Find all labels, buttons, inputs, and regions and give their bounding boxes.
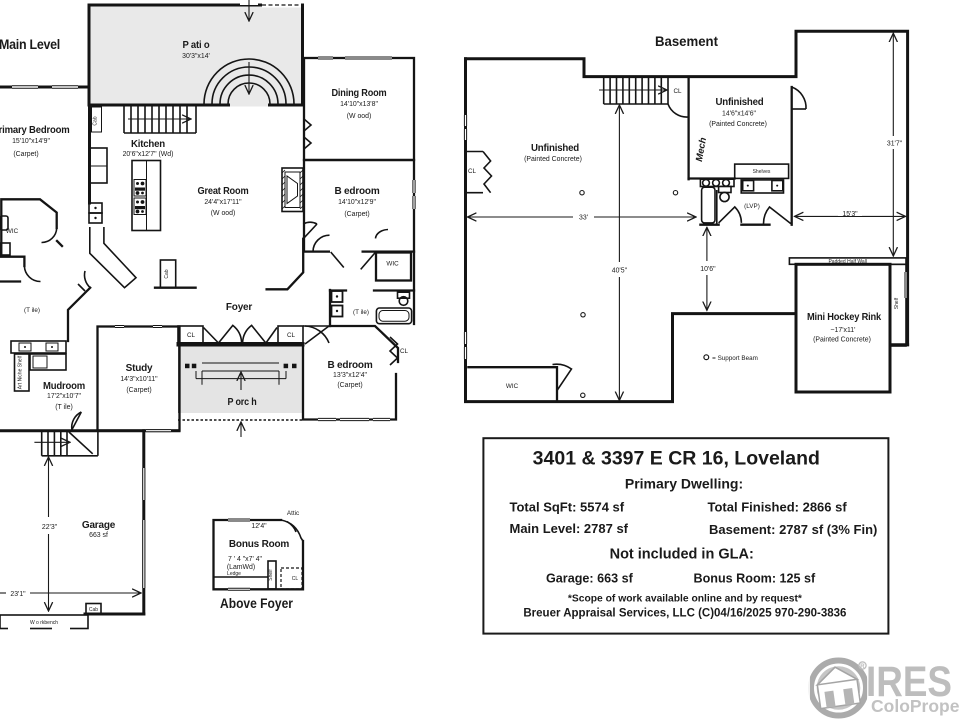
svg-text:Ledge: Ledge <box>227 571 241 577</box>
svg-text:Unfinished: Unfinished <box>531 143 579 154</box>
svg-text:(Carpet): (Carpet) <box>126 387 151 394</box>
svg-text:Above Foyer: Above Foyer <box>220 595 293 611</box>
svg-text:Foyer: Foyer <box>226 302 253 313</box>
svg-text:3401 & 3397 E CR 16, Loveland: 3401 & 3397 E CR 16, Loveland <box>533 448 820 470</box>
svg-text:14'6"x14'6": 14'6"x14'6" <box>722 111 757 118</box>
svg-text:13'3"x12'4": 13'3"x12'4" <box>333 372 368 379</box>
svg-text:(W ood): (W ood) <box>211 210 236 217</box>
svg-text:Shelf: Shelf <box>268 569 274 581</box>
svg-text:P orc h: P orc h <box>228 397 257 408</box>
svg-text:10'6": 10'6" <box>700 266 716 273</box>
svg-text:Unfinished: Unfinished <box>716 97 764 108</box>
svg-text:(Painted Concrete): (Painted Concrete) <box>813 337 871 344</box>
svg-text:B edroom: B edroom <box>334 186 379 197</box>
svg-text:Padded Half Wall: Padded Half Wall <box>828 259 866 265</box>
svg-text:Main Level: 2787 sf: Main Level: 2787 sf <box>510 521 629 536</box>
svg-text:= Support Beam: = Support Beam <box>712 355 758 362</box>
svg-text:Total Finished: 2866 sf: Total Finished: 2866 sf <box>708 500 848 515</box>
svg-text:24'4"x17'11": 24'4"x17'11" <box>204 199 242 206</box>
svg-text:Garage: Garage <box>82 520 116 531</box>
svg-text:40'5": 40'5" <box>612 268 628 275</box>
svg-text:Total SqFt: 5574 sf: Total SqFt: 5574 sf <box>510 500 625 515</box>
svg-text:Mudroom: Mudroom <box>43 381 85 392</box>
svg-text:(T ile): (T ile) <box>55 404 72 411</box>
svg-text:Cab: Cab <box>89 607 98 613</box>
svg-text:(T ile): (T ile) <box>24 307 40 314</box>
svg-text:Art Niche Shelf: Art Niche Shelf <box>18 355 24 389</box>
svg-text:Not included in GLA:: Not included in GLA: <box>610 547 754 563</box>
svg-text:14'10"x13'8": 14'10"x13'8" <box>340 101 378 108</box>
svg-text:Cab: Cab <box>93 116 99 125</box>
svg-text:Basement: Basement <box>655 33 718 49</box>
svg-text:WIC: WIC <box>6 228 19 235</box>
svg-text:14'10"x12'9": 14'10"x12'9" <box>338 199 376 206</box>
svg-text:P ati o: P ati o <box>183 40 210 51</box>
svg-text:Garage: 663 sf: Garage: 663 sf <box>546 572 634 586</box>
svg-text:WIC: WIC <box>386 261 399 268</box>
svg-text:Mini Hockey Rink: Mini Hockey Rink <box>807 312 882 323</box>
svg-text:(Carpet): (Carpet) <box>337 382 362 389</box>
svg-text:Primary Bedroom: Primary Bedroom <box>0 125 70 136</box>
svg-text:B edroom: B edroom <box>327 360 372 371</box>
svg-text:Study: Study <box>126 363 153 374</box>
svg-text:W o rkbench: W o rkbench <box>30 620 58 626</box>
svg-text:Breuer Appraisal Services, LLC: Breuer Appraisal Services, LLC (C)04/16/… <box>523 608 846 620</box>
svg-text:Mech: Mech <box>694 136 709 162</box>
svg-text:IRES: IRES <box>866 658 952 706</box>
svg-text:Cab: Cab <box>164 269 170 278</box>
svg-text:15'10"x14'9": 15'10"x14'9" <box>12 138 50 145</box>
svg-text:12'4": 12'4" <box>251 523 267 530</box>
svg-text:Attic: Attic <box>287 510 299 517</box>
svg-text:Bonus Room: 125 sf: Bonus Room: 125 sf <box>694 572 817 586</box>
svg-text:CL: CL <box>287 332 296 339</box>
svg-text:Great Room: Great Room <box>198 186 249 197</box>
svg-text:(Carpet): (Carpet) <box>13 151 38 158</box>
svg-text:Shelf: Shelf <box>894 297 900 309</box>
svg-text:CL: CL <box>673 88 682 95</box>
svg-text:CL: CL <box>400 348 409 355</box>
svg-text:(W ood): (W ood) <box>347 113 372 120</box>
svg-text:Main Level: Main Level <box>0 36 60 52</box>
svg-text:23'1": 23'1" <box>10 591 26 598</box>
svg-text:663 sf: 663 sf <box>89 532 108 539</box>
svg-text:33': 33' <box>579 215 588 222</box>
svg-text:31'7": 31'7" <box>887 141 903 148</box>
svg-text:Basement: 2787 sf (3% Fin): Basement: 2787 sf (3% Fin) <box>709 522 877 537</box>
svg-text:17'2"x10'7": 17'2"x10'7" <box>47 393 82 400</box>
svg-text:CL: CL <box>468 168 477 175</box>
svg-text:(Painted Concrete): (Painted Concrete) <box>524 156 582 163</box>
svg-text:22'3": 22'3" <box>42 524 58 531</box>
svg-text:Kitchen: Kitchen <box>131 139 165 150</box>
svg-text:(Carpet): (Carpet) <box>344 211 369 218</box>
svg-text:(LVP): (LVP) <box>744 203 760 210</box>
svg-text:WIC: WIC <box>506 383 519 390</box>
svg-text:Bonus Room: Bonus Room <box>229 539 290 550</box>
svg-text:(Painted Concrete): (Painted Concrete) <box>709 121 767 128</box>
svg-text:7 ' 4 "x7' 4": 7 ' 4 "x7' 4" <box>228 556 263 563</box>
svg-text:(LamWd): (LamWd) <box>227 564 255 571</box>
svg-text:30'3"x14': 30'3"x14' <box>182 53 210 60</box>
svg-text:CL: CL <box>187 332 196 339</box>
svg-text:20'6"x12'7" (Wd): 20'6"x12'7" (Wd) <box>123 151 174 158</box>
svg-text:R: R <box>860 664 865 670</box>
svg-text:CL: CL <box>292 576 299 582</box>
svg-text:Primary Dwelling:: Primary Dwelling: <box>625 476 743 492</box>
svg-text:15'3": 15'3" <box>842 211 858 218</box>
svg-text:ColoProper: ColoProper <box>871 696 960 716</box>
svg-text:Shelves: Shelves <box>753 169 771 175</box>
svg-text:14'3"x10'11": 14'3"x10'11" <box>120 376 158 383</box>
svg-text:(T ile): (T ile) <box>353 309 369 316</box>
svg-text:~17'x11': ~17'x11' <box>831 327 856 334</box>
svg-text:Dining Room: Dining Room <box>332 88 387 99</box>
svg-text:*Scope of work available onlin: *Scope of work available online and by r… <box>568 594 802 605</box>
